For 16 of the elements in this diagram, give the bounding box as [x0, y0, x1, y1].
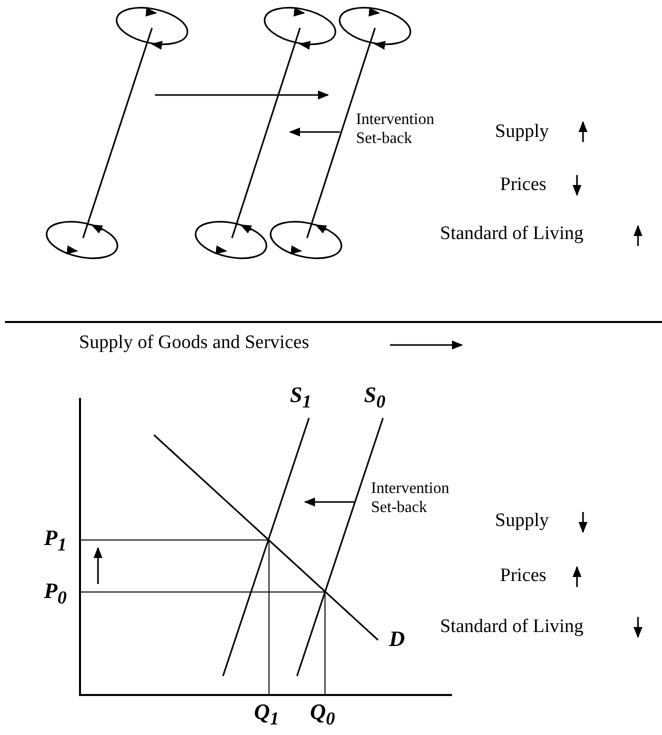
shift-label: Intervention Set-back [371, 479, 450, 517]
shift-label: Intervention Set-back [356, 110, 436, 148]
effect-label: Standard of Living [440, 616, 584, 638]
price-label: P$_{1}$ [44, 527, 67, 556]
price-label: P$_{0}$ [44, 580, 67, 608]
curve-label: S$_{1}$ [290, 384, 312, 412]
effect-label: Standard of Living [440, 223, 584, 245]
effect-label: Prices [500, 565, 546, 587]
curve-label: S$_{0}$ [364, 384, 386, 412]
curve-label: D [389, 628, 405, 650]
quantity-label: Q$_{0}$ [310, 701, 336, 730]
effect-label: Supply [495, 121, 549, 143]
quantity-label: Q$_{1}$ [254, 701, 280, 730]
axis-title: Supply of Goods and Services [79, 332, 310, 354]
effect-label: Supply [495, 510, 549, 532]
effect-label: Prices [500, 174, 546, 196]
